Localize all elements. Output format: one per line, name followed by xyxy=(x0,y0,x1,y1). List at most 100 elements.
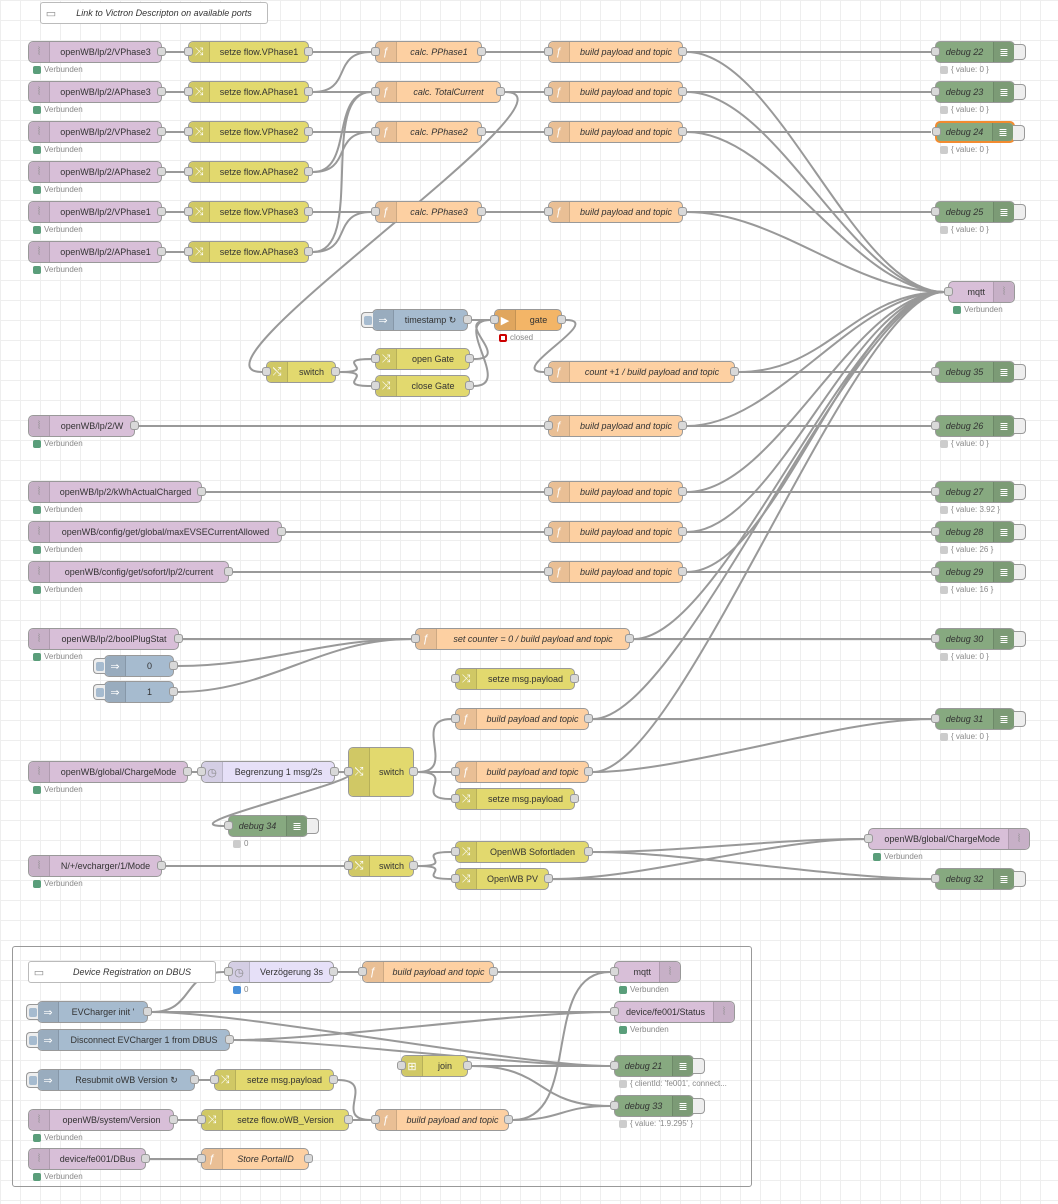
output-port[interactable] xyxy=(157,47,166,56)
mqttin-node[interactable]: ⦚openWB/global/ChargeMode xyxy=(28,761,192,783)
output-port[interactable] xyxy=(157,247,166,256)
change-node[interactable]: ⤨setze flow.VPhase1 xyxy=(184,41,313,63)
output-port[interactable] xyxy=(157,127,166,136)
output-port[interactable] xyxy=(157,207,166,216)
inject-node[interactable]: ⇒1 xyxy=(93,681,178,703)
mqttin-node[interactable]: ⦚openWB/lp/2/boolPlugStat xyxy=(28,628,183,650)
debug-toggle-button[interactable] xyxy=(1014,84,1026,100)
output-port[interactable] xyxy=(477,47,486,56)
debug-node[interactable]: debug 24≣ xyxy=(932,121,1025,143)
mqttin-node[interactable]: ⦚device/fe001/DBus xyxy=(28,1148,150,1170)
inject-button[interactable] xyxy=(26,1004,38,1020)
output-port[interactable] xyxy=(190,1075,199,1084)
debug-toggle-button[interactable] xyxy=(1014,364,1026,380)
debug-toggle-button[interactable] xyxy=(1013,125,1025,141)
debug-toggle-button[interactable] xyxy=(307,818,319,834)
wire[interactable] xyxy=(738,291,945,373)
debug-toggle-button[interactable] xyxy=(1014,484,1026,500)
inject-button[interactable] xyxy=(26,1072,38,1088)
inject-button[interactable] xyxy=(93,684,105,700)
output-port[interactable] xyxy=(678,487,687,496)
output-port[interactable] xyxy=(130,421,139,430)
wire[interactable] xyxy=(339,371,372,387)
output-port[interactable] xyxy=(678,87,687,96)
inject-node[interactable]: ⇒EVCharger init ' xyxy=(26,1001,152,1023)
inject-button[interactable] xyxy=(93,658,105,674)
output-port[interactable] xyxy=(584,714,593,723)
change-node[interactable]: ⤨setze msg.payload xyxy=(451,668,579,690)
output-port[interactable] xyxy=(143,1007,152,1016)
wire[interactable] xyxy=(312,51,372,93)
debug-node[interactable]: debug 31≣ xyxy=(931,708,1026,730)
debug-node[interactable]: debug 30≣ xyxy=(931,628,1026,650)
output-port[interactable] xyxy=(329,967,338,976)
output-port[interactable] xyxy=(489,967,498,976)
output-port[interactable] xyxy=(330,767,339,776)
wire[interactable] xyxy=(177,638,412,667)
inject-button[interactable] xyxy=(26,1032,38,1048)
debug-toggle-button[interactable] xyxy=(1014,564,1026,580)
mqttin-node[interactable]: ⦚N/+/evcharger/1/Mode xyxy=(28,855,166,877)
wire[interactable] xyxy=(686,291,945,493)
debug-node[interactable]: debug 34≣ xyxy=(224,815,319,837)
output-port[interactable] xyxy=(678,567,687,576)
output-port[interactable] xyxy=(463,1061,472,1070)
output-port[interactable] xyxy=(504,1115,513,1124)
wire[interactable] xyxy=(337,1079,372,1121)
wire[interactable] xyxy=(592,291,945,773)
output-port[interactable] xyxy=(344,1115,353,1124)
output-port[interactable] xyxy=(463,315,472,324)
output-port[interactable] xyxy=(678,421,687,430)
wire[interactable] xyxy=(592,718,932,773)
wire[interactable] xyxy=(686,291,945,427)
inject-node[interactable]: ⇒Resubmit oWB Version ↻ xyxy=(26,1069,199,1091)
mqttin-node[interactable]: ⦚openWB/lp/2/kWhActualCharged xyxy=(28,481,206,503)
debug-node[interactable]: debug 25≣ xyxy=(931,201,1026,223)
mqttout-node[interactable]: mqtt⦚ xyxy=(944,281,1015,303)
output-port[interactable] xyxy=(304,167,313,176)
change-node[interactable]: ⤨setze flow.APhase2 xyxy=(184,161,313,183)
wire[interactable] xyxy=(339,358,372,373)
output-port[interactable] xyxy=(169,1115,178,1124)
debug-node[interactable]: debug 26≣ xyxy=(931,415,1026,437)
output-port[interactable] xyxy=(496,87,505,96)
output-port[interactable] xyxy=(304,1154,313,1163)
output-port[interactable] xyxy=(678,527,687,536)
output-port[interactable] xyxy=(331,367,340,376)
wire[interactable] xyxy=(417,851,452,867)
output-port[interactable] xyxy=(557,315,566,324)
switch-node[interactable]: ⤭switch xyxy=(344,855,418,877)
change-node[interactable]: ⤨setze flow.VPhase3 xyxy=(184,201,313,223)
delay-node[interactable]: ◷Begrenzung 1 msg/2s xyxy=(197,761,339,783)
wire[interactable] xyxy=(233,1039,611,1067)
change-node[interactable]: ⤨setze flow.APhase1 xyxy=(184,81,313,103)
change-node[interactable]: ⤨setze flow.VPhase2 xyxy=(184,121,313,143)
mqttin-node[interactable]: ⦚openWB/lp/2/VPhase2 xyxy=(28,121,166,143)
wire[interactable] xyxy=(592,851,932,880)
inject-node[interactable]: ⇒timestamp ↻ xyxy=(361,309,472,331)
wire[interactable] xyxy=(473,319,491,387)
wire[interactable] xyxy=(686,51,945,293)
output-port[interactable] xyxy=(409,861,418,870)
mqttout-node[interactable]: mqtt⦚ xyxy=(610,961,681,983)
change-node[interactable]: ⤨setze flow.oWB_Version xyxy=(197,1109,353,1131)
debug-node[interactable]: debug 27≣ xyxy=(931,481,1026,503)
debug-node[interactable]: debug 35≣ xyxy=(931,361,1026,383)
output-port[interactable] xyxy=(157,87,166,96)
debug-node[interactable]: debug 21≣ xyxy=(610,1055,705,1077)
